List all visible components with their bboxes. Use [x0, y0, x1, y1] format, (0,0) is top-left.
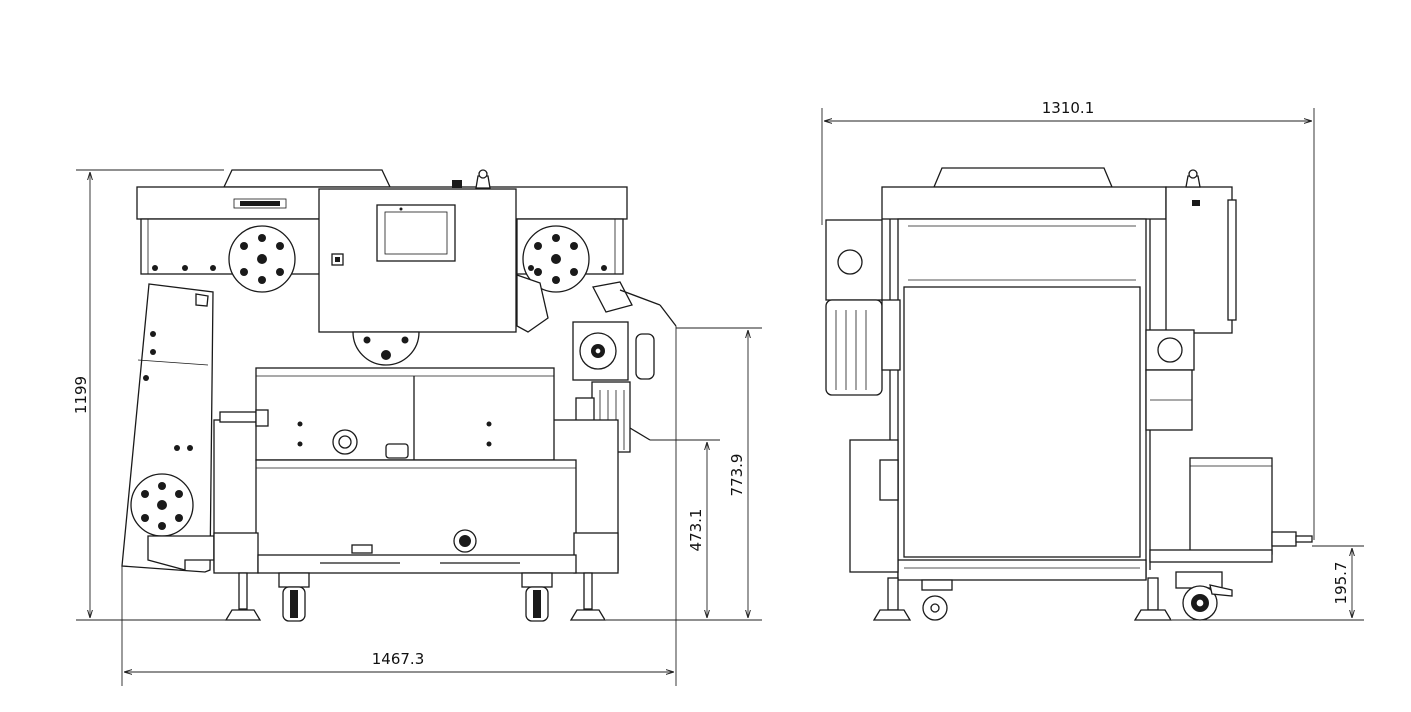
dim-1199: 1199 [72, 169, 226, 621]
dim-1310: 1310.1 [821, 99, 1315, 540]
dim-label-1467: 1467.3 [372, 650, 425, 668]
front-view [121, 169, 677, 622]
side-foot-left [872, 577, 912, 621]
dim-473: 473.1 [650, 439, 720, 618]
side-cabinet [1165, 169, 1237, 334]
side-view [825, 167, 1313, 621]
dim-label-773: 773.9 [728, 454, 746, 497]
dim-label-195: 195.7 [1332, 562, 1350, 605]
roller-left-bottom [130, 473, 194, 537]
dim-label-1199: 1199 [72, 376, 90, 414]
side-caster-left [921, 579, 953, 621]
dim-1467: 1467.3 [121, 326, 677, 686]
roller-left-top [228, 225, 296, 293]
dim-label-1310: 1310.1 [1042, 99, 1095, 117]
side-caster-right [1175, 571, 1233, 621]
control-screen [376, 204, 456, 262]
side-foot-right [1133, 577, 1173, 621]
front-tank [255, 459, 577, 557]
dim-195: 195.7 [1172, 545, 1364, 621]
roller-right-top [522, 225, 590, 293]
front-foot-left [224, 572, 262, 621]
front-caster-right [521, 572, 553, 622]
front-foot-right [569, 572, 607, 621]
front-caster-left [278, 572, 310, 622]
gear-motor [572, 321, 629, 381]
dim-773: 773.9 [606, 327, 762, 621]
dim-label-473: 473.1 [687, 509, 705, 552]
side-motor-left [825, 219, 901, 396]
side-tank [1189, 457, 1273, 555]
